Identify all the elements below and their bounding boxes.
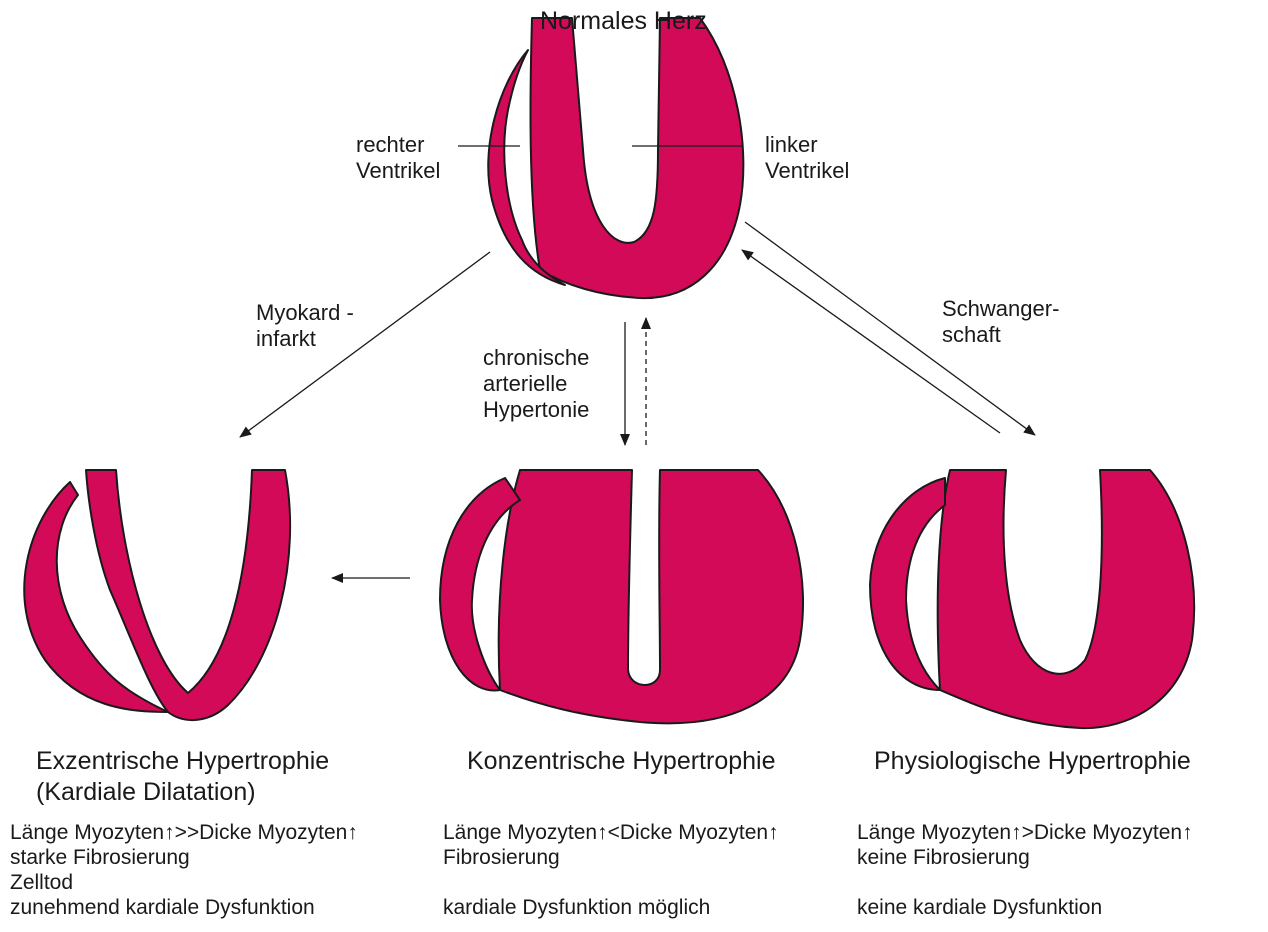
hypertension-label: chronische arterielle Hypertonie: [483, 345, 589, 423]
description-line: Zelltod: [10, 870, 358, 895]
description-line: Fibrosierung: [443, 845, 779, 870]
physiological-heart-lv-wall: [938, 470, 1194, 728]
description-line: starke Fibrosierung: [10, 845, 358, 870]
description-line: Länge Myozyten↑<Dicke Myozyten↑: [443, 820, 779, 845]
description-line: keine kardiale Dysfunktion: [857, 895, 1193, 920]
physiological-heart-rv-wall: [870, 478, 945, 690]
normal-heart-lv-wall: [530, 18, 743, 298]
description-line: Länge Myozyten↑>Dicke Myozyten↑: [857, 820, 1193, 845]
concentric-title: Konzentrische Hypertrophie: [467, 746, 776, 777]
normal-heart: [488, 18, 743, 298]
description-line: Länge Myozyten↑>>Dicke Myozyten↑: [10, 820, 358, 845]
physiological-title: Physiologische Hypertrophie: [874, 746, 1191, 777]
right-ventricle-label: rechter Ventrikel: [356, 132, 440, 184]
normal-heart-title: Normales Herz: [540, 6, 707, 37]
eccentric-heart: [24, 470, 290, 720]
description-line: [443, 870, 779, 895]
description-line: [857, 870, 1193, 895]
description-line: kardiale Dysfunktion möglich: [443, 895, 779, 920]
description-line: zunehmend kardiale Dysfunktion: [10, 895, 358, 920]
concentric-description: Länge Myozyten↑<Dicke Myozyten↑ Fibrosie…: [443, 820, 779, 920]
pregnancy-label: Schwanger- schaft: [942, 296, 1059, 348]
concentric-heart-lv-wall: [499, 470, 803, 723]
physiological-heart: [870, 470, 1194, 728]
concentric-heart: [440, 470, 803, 723]
eccentric-title: Exzentrische Hypertrophie (Kardiale Dila…: [36, 746, 329, 808]
physiological-description: Länge Myozyten↑>Dicke Myozyten↑ keine Fi…: [857, 820, 1193, 920]
description-line: keine Fibrosierung: [857, 845, 1193, 870]
eccentric-description: Länge Myozyten↑>>Dicke Myozyten↑ starke …: [10, 820, 358, 920]
myocardial-infarction-label: Myokard - infarkt: [256, 300, 354, 352]
left-ventricle-label: linker Ventrikel: [765, 132, 849, 184]
